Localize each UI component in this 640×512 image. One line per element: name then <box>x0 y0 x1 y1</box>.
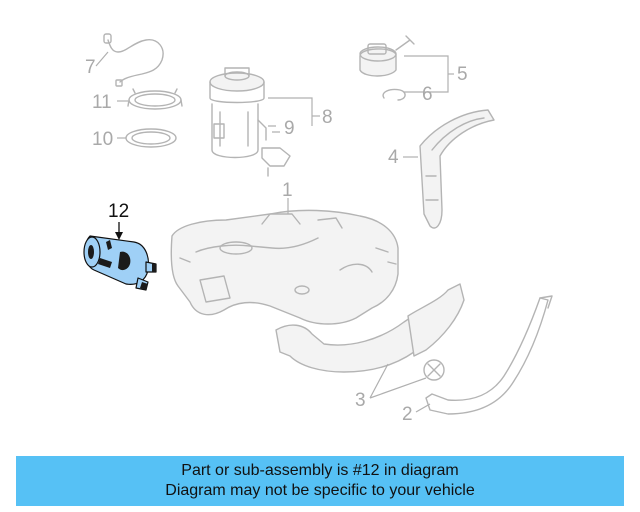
callout-10: 10 <box>92 129 113 150</box>
banner-line-1: Part or sub-assembly is #12 in diagram <box>181 462 459 479</box>
callout-8: 8 <box>322 107 333 128</box>
callout-4: 4 <box>388 147 399 168</box>
callout-1: 1 <box>282 180 293 201</box>
part-2-strap <box>425 295 553 415</box>
part-6-clip <box>382 88 406 101</box>
banner-line-2: Diagram may not be specific to your vehi… <box>165 482 475 499</box>
part-1-fuel-tank <box>170 209 399 325</box>
part-5-filler-cap <box>359 35 415 77</box>
part-11-lock-ring <box>127 88 183 110</box>
callout-6: 6 <box>422 84 433 105</box>
callout-2: 2 <box>402 404 413 425</box>
callout-5: 5 <box>457 64 468 85</box>
callout-11: 11 <box>92 92 112 113</box>
part-10-seal <box>125 128 177 148</box>
part-3-shields <box>275 283 465 381</box>
part-12-fuel-filter[interactable] <box>83 235 157 291</box>
callout-7: 7 <box>85 57 96 78</box>
callout-12: 12 <box>108 201 129 222</box>
callout-9: 9 <box>284 118 295 139</box>
part-7-wire <box>103 33 164 87</box>
info-banner: Part or sub-assembly is #12 in diagram D… <box>16 456 624 506</box>
part-4-heat-shield <box>419 109 495 229</box>
parts-diagram: 7 11 10 8 9 5 6 <box>83 33 553 425</box>
callout-3: 3 <box>355 390 366 411</box>
part-8-pump-module <box>209 67 291 177</box>
